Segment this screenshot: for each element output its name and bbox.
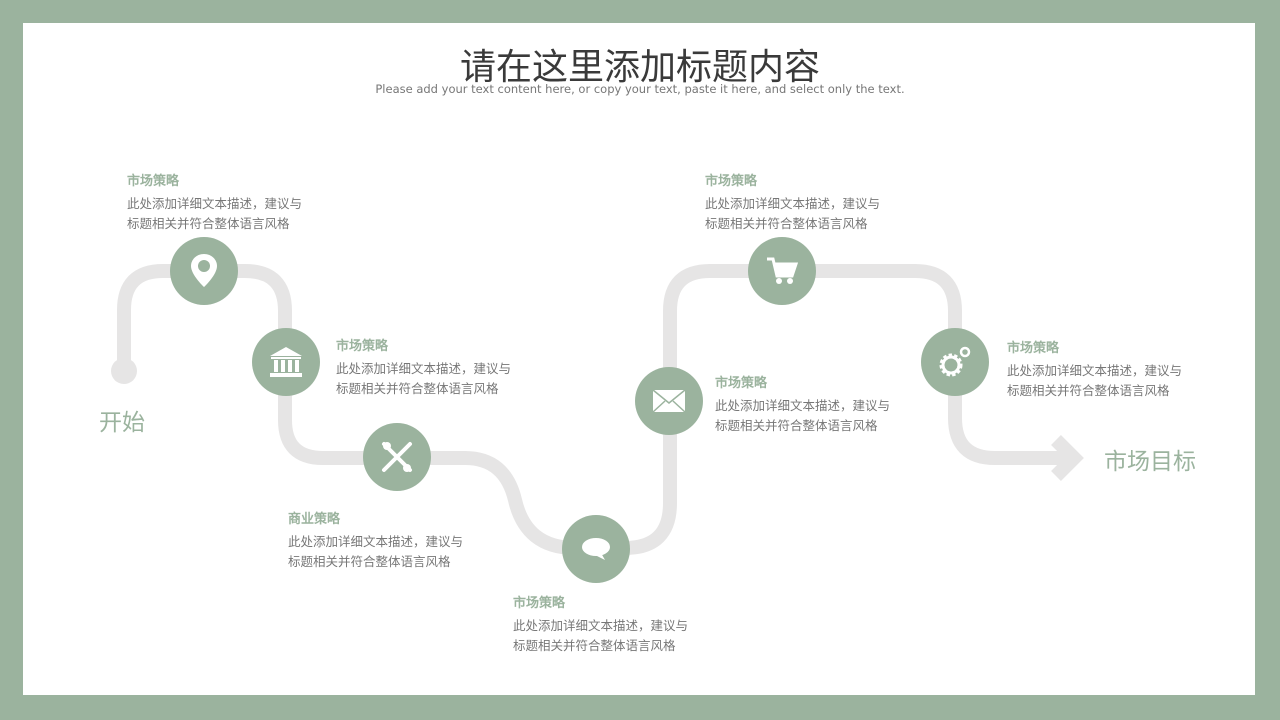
step-title: 市场策略 (127, 174, 180, 189)
step-desc: 标题相关并符合整体语言风格 (705, 216, 868, 231)
start-label: 开始 (99, 410, 145, 436)
step-desc: 此处添加详细文本描述，建议与 (1007, 363, 1183, 378)
step-desc: 标题相关并符合整体语言风格 (715, 418, 878, 433)
step-title: 市场策略 (1007, 341, 1060, 356)
step-title: 市场策略 (513, 596, 566, 611)
step-title: 市场策略 (715, 376, 768, 391)
step-3-text: 商业策略此处添加详细文本描述，建议与标题相关并符合整体语言风格 (288, 508, 463, 572)
step-desc: 标题相关并符合整体语言风格 (288, 554, 451, 569)
mail-icon (635, 367, 703, 435)
step-title: 市场策略 (705, 174, 758, 189)
step-1-text: 市场策略此处添加详细文本描述，建议与标题相关并符合整体语言风格 (127, 170, 302, 234)
subtitle: Please add your text content here, or co… (375, 82, 905, 96)
step-desc: 标题相关并符合整体语言风格 (336, 381, 499, 396)
start-dot (111, 358, 137, 384)
step-title: 商业策略 (288, 512, 341, 527)
step-6-text: 市场策略此处添加详细文本描述，建议与标题相关并符合整体语言风格 (705, 170, 880, 234)
step-desc: 标题相关并符合整体语言风格 (127, 216, 290, 231)
step-desc: 此处添加详细文本描述，建议与 (715, 398, 891, 413)
gears-icon (921, 328, 989, 396)
step-desc: 此处添加详细文本描述，建议与 (513, 618, 689, 633)
shopping-cart-icon (748, 237, 816, 305)
step-4-text: 市场策略此处添加详细文本描述，建议与标题相关并符合整体语言风格 (513, 592, 688, 656)
step-desc: 此处添加详细文本描述，建议与 (705, 196, 881, 211)
step-title: 市场策略 (336, 339, 389, 354)
step-desc: 标题相关并符合整体语言风格 (513, 638, 676, 653)
page-title: 请在这里添加标题内容 (459, 47, 820, 88)
step-2-text: 市场策略此处添加详细文本描述，建议与标题相关并符合整体语言风格 (336, 335, 511, 399)
step-5-text: 市场策略此处添加详细文本描述，建议与标题相关并符合整体语言风格 (715, 372, 890, 436)
step-desc: 此处添加详细文本描述，建议与 (336, 361, 512, 376)
chat-bubble-icon (562, 515, 630, 583)
step-desc: 此处添加详细文本描述，建议与 (127, 196, 303, 211)
bank-icon (252, 328, 320, 396)
location-pin-icon (170, 237, 238, 305)
slide (23, 23, 1255, 695)
tools-icon (363, 423, 431, 491)
end-label: 市场目标 (1104, 449, 1196, 475)
step-7-text: 市场策略此处添加详细文本描述，建议与标题相关并符合整体语言风格 (1007, 337, 1182, 401)
step-desc: 标题相关并符合整体语言风格 (1007, 383, 1170, 398)
step-desc: 此处添加详细文本描述，建议与 (288, 534, 464, 549)
arrow-head (1051, 435, 1084, 481)
